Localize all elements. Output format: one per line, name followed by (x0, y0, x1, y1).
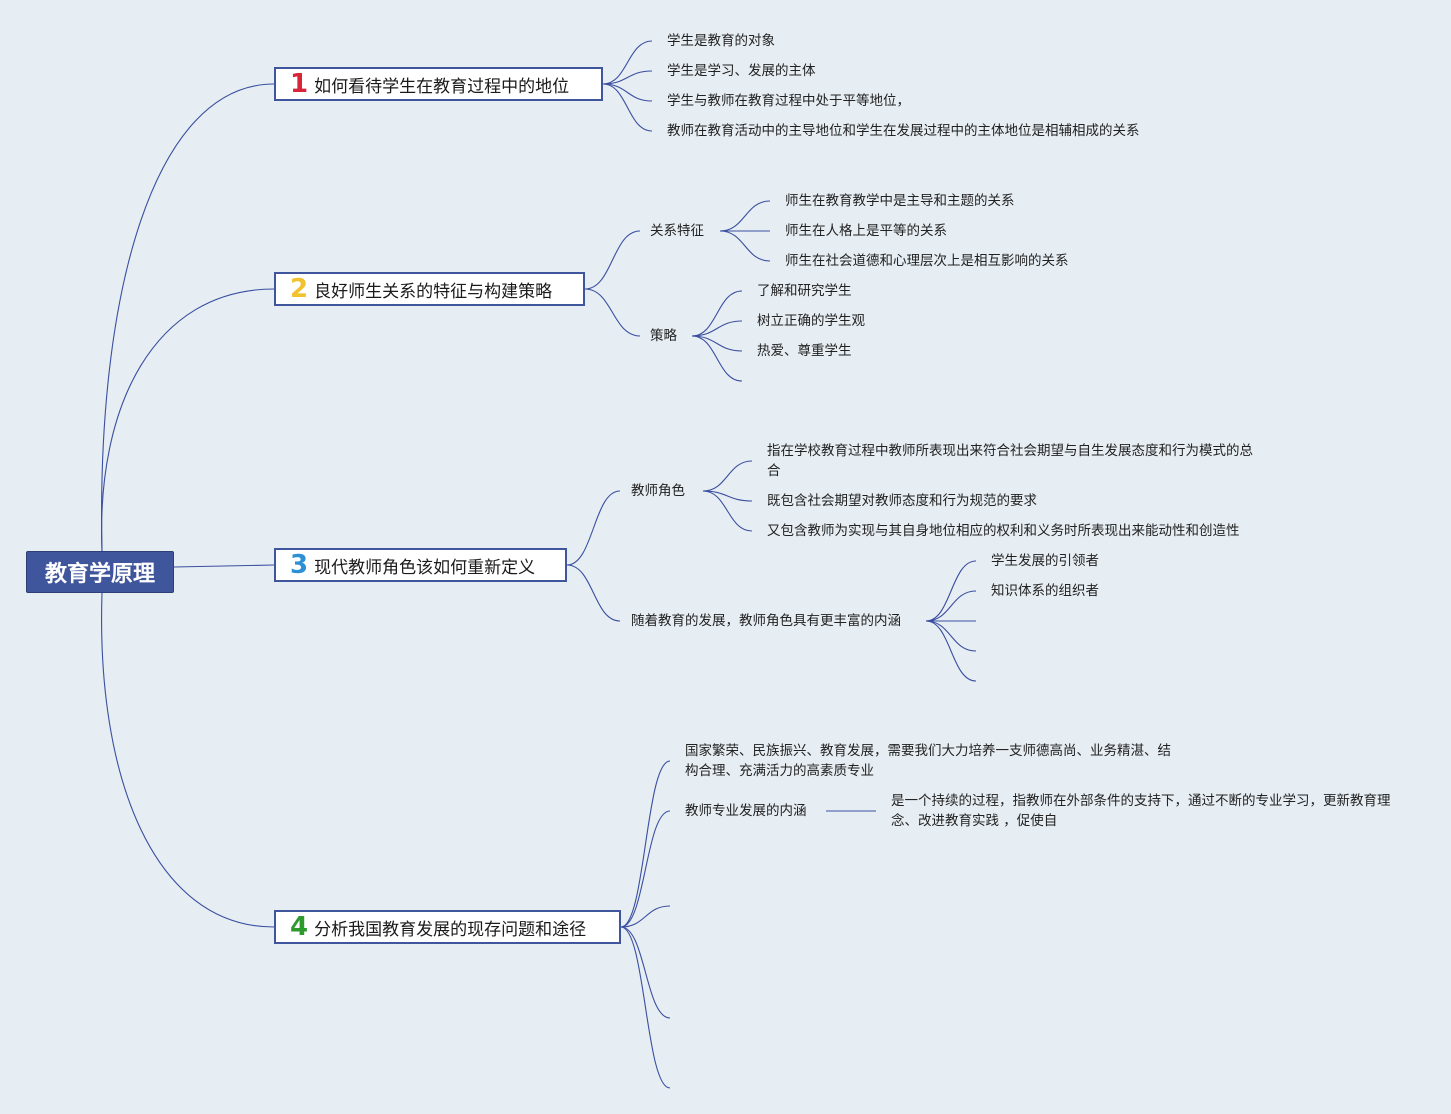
topic-2-strategy-line-1 (691, 290, 743, 337)
topic-2-relation-child-2[interactable]: 师生在人格上是平等的关系 (785, 223, 947, 239)
topic-3-group-line-1 (566, 490, 621, 566)
root-to-topic-3-line (173, 564, 275, 568)
topic-3-development-child-2[interactable]: 知识体系的组织者 (991, 583, 1099, 599)
topic-3-development-line-2 (925, 590, 977, 622)
topic-1-number: 1 (290, 69, 309, 99)
topic-4-child-line-1 (620, 760, 671, 928)
topic-1-child-3[interactable]: 学生与教师在教育过程中处于平等地位， (667, 93, 910, 109)
topic-1-child-4[interactable]: 教师在教育活动中的主导地位和学生在发展过程中的主体地位是相辅相成的关系 (667, 123, 1140, 139)
topic-2-strategy-child-3[interactable]: 热爱、尊重学生 (757, 343, 852, 359)
topic-2-number: 2 (290, 274, 309, 304)
topic-3-node[interactable]: 3 现代教师角色该如何重新定义 (274, 548, 567, 582)
topic-2-relation-child-1[interactable]: 师生在教育教学中是主导和主题的关系 (785, 193, 1015, 209)
topic-3-role-child-2[interactable]: 既包含社会期望对教师态度和行为规范的要求 (767, 493, 1037, 509)
topic-4-child-line-5 (620, 926, 671, 1089)
topic-1-child-line-1 (602, 40, 653, 85)
topic-2-node[interactable]: 2 良好师生关系的特征与构建策略 (274, 272, 585, 306)
topic-2-strategy-line-4 (691, 335, 743, 382)
topic-3-role-line-1 (702, 460, 753, 492)
topic-3-group-development[interactable]: 随着教育的发展，教师角色具有更丰富的内涵 (631, 613, 901, 629)
root-node[interactable]: 教育学原理 (26, 551, 174, 593)
topic-1-child-line-3 (602, 83, 653, 102)
topic-2-group-relation[interactable]: 关系特征 (650, 223, 704, 239)
topic-4-detail[interactable]: 是一个持续的过程，指教师在外部条件的支持下，通过不断的专业学习，更新教育理念、改… (891, 793, 1391, 829)
root-to-topic-2-line (101, 288, 275, 552)
topic-3-development-line-5 (925, 620, 977, 682)
topic-2-label: 良好师生关系的特征与构建策略 (314, 281, 553, 302)
topic-3-number: 3 (290, 550, 309, 580)
topic-1-child-2[interactable]: 学生是学习、发展的主体 (667, 63, 816, 79)
topic-3-role-line-3 (702, 490, 753, 532)
topic-4-child-line-2 (620, 810, 671, 928)
topic-2-relation-child-3[interactable]: 师生在社会道德和心理层次上是相互影响的关系 (785, 253, 1069, 269)
topic-2-strategy-child-2[interactable]: 树立正确的学生观 (757, 313, 865, 329)
topic-3-development-line-1 (925, 560, 977, 622)
root-label: 教育学原理 (44, 562, 155, 587)
topic-1-child-line-4 (602, 83, 653, 132)
topic-4-child-1[interactable]: 国家繁荣、民族振兴、教育发展，需要我们大力培养一支师德高尚、业务精湛、结构合理、… (685, 743, 1171, 779)
topic-2-relation-line-1 (719, 200, 771, 232)
topic-1-label: 如何看待学生在教育过程中的地位 (314, 76, 570, 97)
topic-4-child-line-3 (620, 905, 671, 928)
topic-3-group-role[interactable]: 教师角色 (631, 483, 685, 499)
topic-1-child-line-2 (602, 70, 653, 85)
topic-3-development-child-1[interactable]: 学生发展的引领者 (991, 553, 1099, 569)
topic-2-strategy-child-1[interactable]: 了解和研究学生 (757, 283, 852, 299)
topic-2-strategy-line-2 (691, 320, 743, 337)
topic-2-group-line-2 (584, 288, 641, 337)
topic-4-child-line-4 (620, 926, 671, 1019)
topic-3-group-line-2 (566, 564, 621, 622)
topic-4-child-2[interactable]: 教师专业发展的内涵 (685, 803, 807, 819)
topic-1-child-1[interactable]: 学生是教育的对象 (667, 33, 775, 49)
topic-4-label: 分析我国教育发展的现存问题和途径 (314, 919, 587, 940)
topic-4-node[interactable]: 4 分析我国教育发展的现存问题和途径 (274, 910, 621, 944)
topic-4-number: 4 (290, 912, 309, 942)
topic-3-development-line-4 (925, 620, 977, 652)
topic-2-relation-line-3 (719, 230, 771, 262)
topic-3-label: 现代教师角色该如何重新定义 (314, 557, 536, 578)
topic-2-group-strategy[interactable]: 策略 (650, 328, 677, 344)
root-to-topic-4-line (101, 592, 275, 928)
root-to-topic-1-line (101, 83, 275, 552)
topic-2-strategy-line-3 (691, 335, 743, 352)
topic-2-group-line-1 (584, 230, 641, 290)
topic-3-role-child-3[interactable]: 又包含教师为实现与其自身地位相应的权利和义务时所表现出来能动性和创造性 (767, 523, 1240, 539)
topic-1-node[interactable]: 1 如何看待学生在教育过程中的地位 (274, 67, 603, 101)
topic-3-role-child-1[interactable]: 指在学校教育过程中教师所表现出来符合社会期望与自生发展态度和行为模式的总合 (767, 443, 1253, 479)
